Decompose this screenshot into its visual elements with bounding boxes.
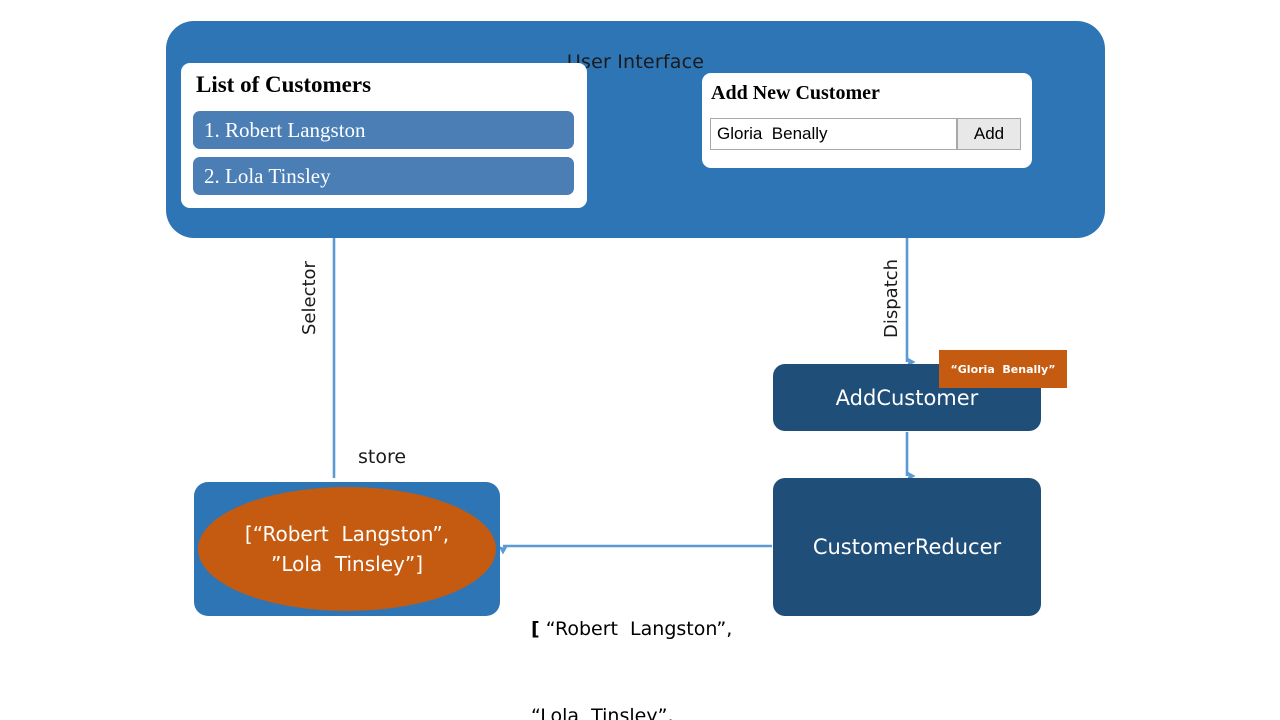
- add-customer-action-box[interactable]: AddCustomer: [773, 364, 1041, 431]
- reducer-output-caption: [ “Robert Langston”, “Lola Tinsley”, “Gl…: [531, 557, 732, 720]
- list-item[interactable]: 2. Lola Tinsley: [193, 157, 574, 195]
- user-interface-title: User Interface: [566, 51, 705, 73]
- add-new-customer-heading: Add New Customer: [711, 82, 880, 104]
- store-state-ellipse: [“Robert Langston”, ”Lola Tinsley”]: [198, 487, 496, 611]
- store-state-line-1: [“Robert Langston”,: [244, 522, 450, 546]
- store-label: store: [358, 446, 407, 468]
- customer-reducer-box[interactable]: CustomerReducer: [773, 478, 1041, 616]
- add-button[interactable]: Add: [957, 118, 1021, 150]
- selector-edge-label: Selector: [299, 261, 320, 335]
- reducer-output-line-2: “Lola Tinsley”,: [531, 705, 674, 720]
- add-customer-input-row: Gloria Benally Add: [710, 118, 1021, 150]
- customer-name-input[interactable]: Gloria Benally: [710, 118, 957, 150]
- reducer-output-line-1-text: “Robert Langston”,: [539, 618, 733, 640]
- reducer-output-bracket: [: [531, 618, 540, 640]
- add-new-customer-card: Add New Customer Gloria Benally Add: [702, 73, 1032, 168]
- list-item[interactable]: 1. Robert Langston: [193, 111, 574, 149]
- dispatch-edge-label: Dispatch: [881, 258, 902, 338]
- list-of-customers-card: List of Customers 1. Robert Langston 2. …: [181, 63, 587, 208]
- reducer-output-line-1: [ “Robert Langston”,: [531, 615, 732, 644]
- action-payload-badge: “Gloria Benally”: [939, 350, 1067, 388]
- list-of-customers-heading: List of Customers: [196, 72, 372, 97]
- store-state-line-2: ”Lola Tinsley”]: [270, 552, 424, 576]
